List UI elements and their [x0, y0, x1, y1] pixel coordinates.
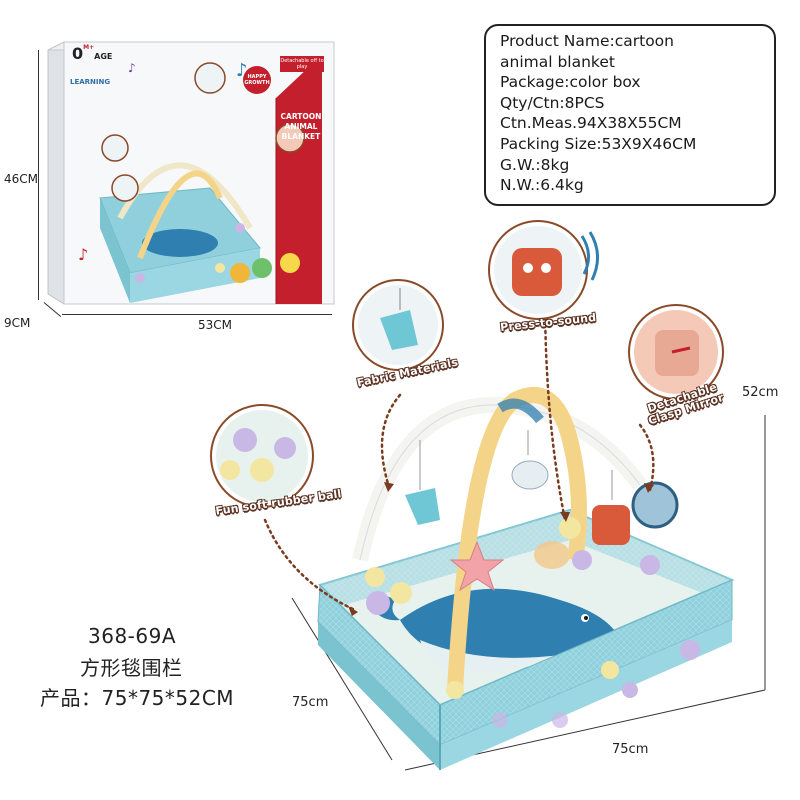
info-line: N.W.:6.4kg	[500, 176, 584, 195]
info-line: Qty/Ctn:8PCS	[500, 93, 605, 112]
package-title-line: CARTOON	[280, 112, 322, 121]
package-title-line: ANIMAL	[284, 122, 318, 131]
info-line: Product Name:cartoon	[500, 32, 674, 50]
svg-text:♪: ♪	[128, 61, 136, 75]
info-line: Ctn.Meas.94X38X55CM	[500, 114, 682, 133]
package-height-line	[38, 50, 39, 300]
callout-press-circle	[488, 220, 599, 320]
package-width-line	[62, 314, 332, 315]
package-detachable-banner: Detachable off to play	[280, 56, 324, 72]
package-height-label: 46CM	[4, 172, 39, 186]
info-line: G.W.:8kg	[500, 155, 570, 174]
product-height-label: 52cm	[742, 385, 779, 400]
product-info-box: Product Name:cartoon animal blanket Pack…	[484, 24, 776, 206]
info-line: animal blanket	[500, 52, 615, 71]
model-name: 方形毯围栏	[80, 656, 183, 680]
product-depth-label: 75cm	[292, 695, 329, 710]
package-age-suffix: M+	[83, 44, 95, 51]
package-width-label: 53CM	[198, 318, 233, 332]
info-line: Package:color box	[500, 73, 641, 92]
callout-mirror-circle	[628, 304, 724, 400]
package-age-number: 0	[72, 44, 84, 63]
package-title-line: BLANKET	[281, 132, 321, 141]
model-code: 368-69A	[88, 624, 177, 648]
package-title: CARTOON ANIMAL BLANKET	[278, 112, 324, 142]
package-box-illustration: ♪ ♪ ♪	[47, 41, 335, 305]
info-line: Packing Size:53X9X46CM	[500, 134, 697, 153]
package-age-word: AGE	[94, 52, 113, 61]
svg-text:♪: ♪	[78, 245, 88, 264]
package-depth-label: 9CM	[4, 316, 31, 330]
package-age-badge: 0M+AGE	[72, 44, 112, 63]
package-happy-growth-badge: HAPPY GROWTH	[243, 66, 271, 94]
svg-text:♪: ♪	[236, 60, 248, 81]
model-size: 产品：75*75*52CM	[40, 686, 235, 710]
callout-ball-circle	[210, 404, 314, 508]
callout-fabric-circle	[352, 279, 444, 371]
package-learning-label: LEARNING	[70, 78, 111, 86]
product-width-label: 75cm	[612, 742, 649, 757]
